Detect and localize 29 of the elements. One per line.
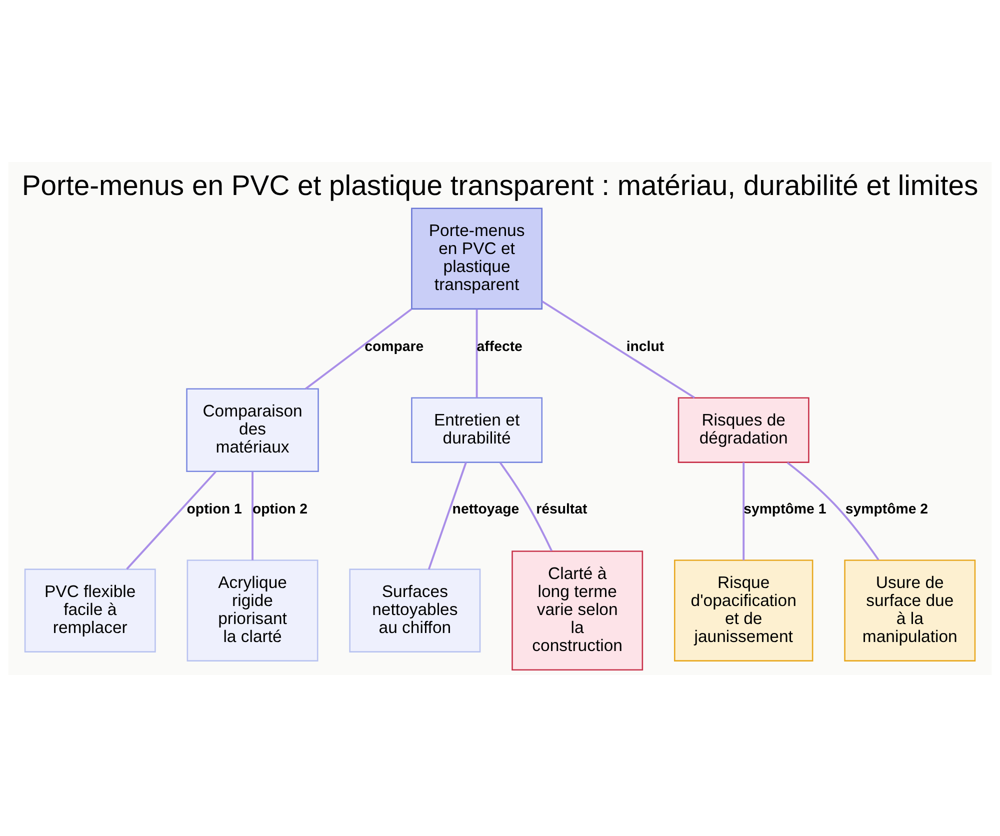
connector [786, 461, 880, 560]
node-box: Usure de surface due à la manipulation [844, 559, 976, 661]
node-box: Porte-menus en PVC et plastique transparent [411, 207, 543, 310]
node-box: Entretien et durabilité [411, 396, 543, 462]
edge-label: symptôme 1 [744, 501, 826, 518]
connector [126, 470, 216, 570]
connector [428, 462, 467, 570]
connector [499, 462, 552, 551]
edge-label: résultat [536, 501, 588, 518]
node-box: Risque d'opacification et de jaunissement [674, 559, 814, 661]
node-box: Acrylique rigide priorisant la clarté [186, 559, 318, 661]
node-box: Comparaison des matériaux [186, 388, 319, 472]
node-box: PVC flexible facile à remplacer [24, 568, 156, 652]
node-box: Clarté à long terme varie selon la construction [512, 550, 644, 670]
edge-label: inclut [626, 338, 664, 355]
node-box: Surfaces nettoyables au chiffon [349, 568, 481, 652]
edge-label: affecte [476, 338, 522, 355]
connector [252, 471, 254, 560]
connector [476, 308, 478, 398]
edge-label: compare [364, 338, 424, 355]
diagram-title: Porte-menus en PVC et plastique transparent : matériau, durabilité et limites [22, 169, 978, 202]
edge-label: option 1 [186, 501, 242, 518]
edge-label: symptôme 2 [845, 501, 928, 518]
connector [305, 308, 412, 390]
edge-label: option 2 [252, 501, 308, 518]
connector [542, 300, 695, 398]
connector [742, 462, 745, 560]
node-box: Risques de dégradation [678, 396, 810, 462]
edge-label: nettoyage [452, 501, 520, 518]
